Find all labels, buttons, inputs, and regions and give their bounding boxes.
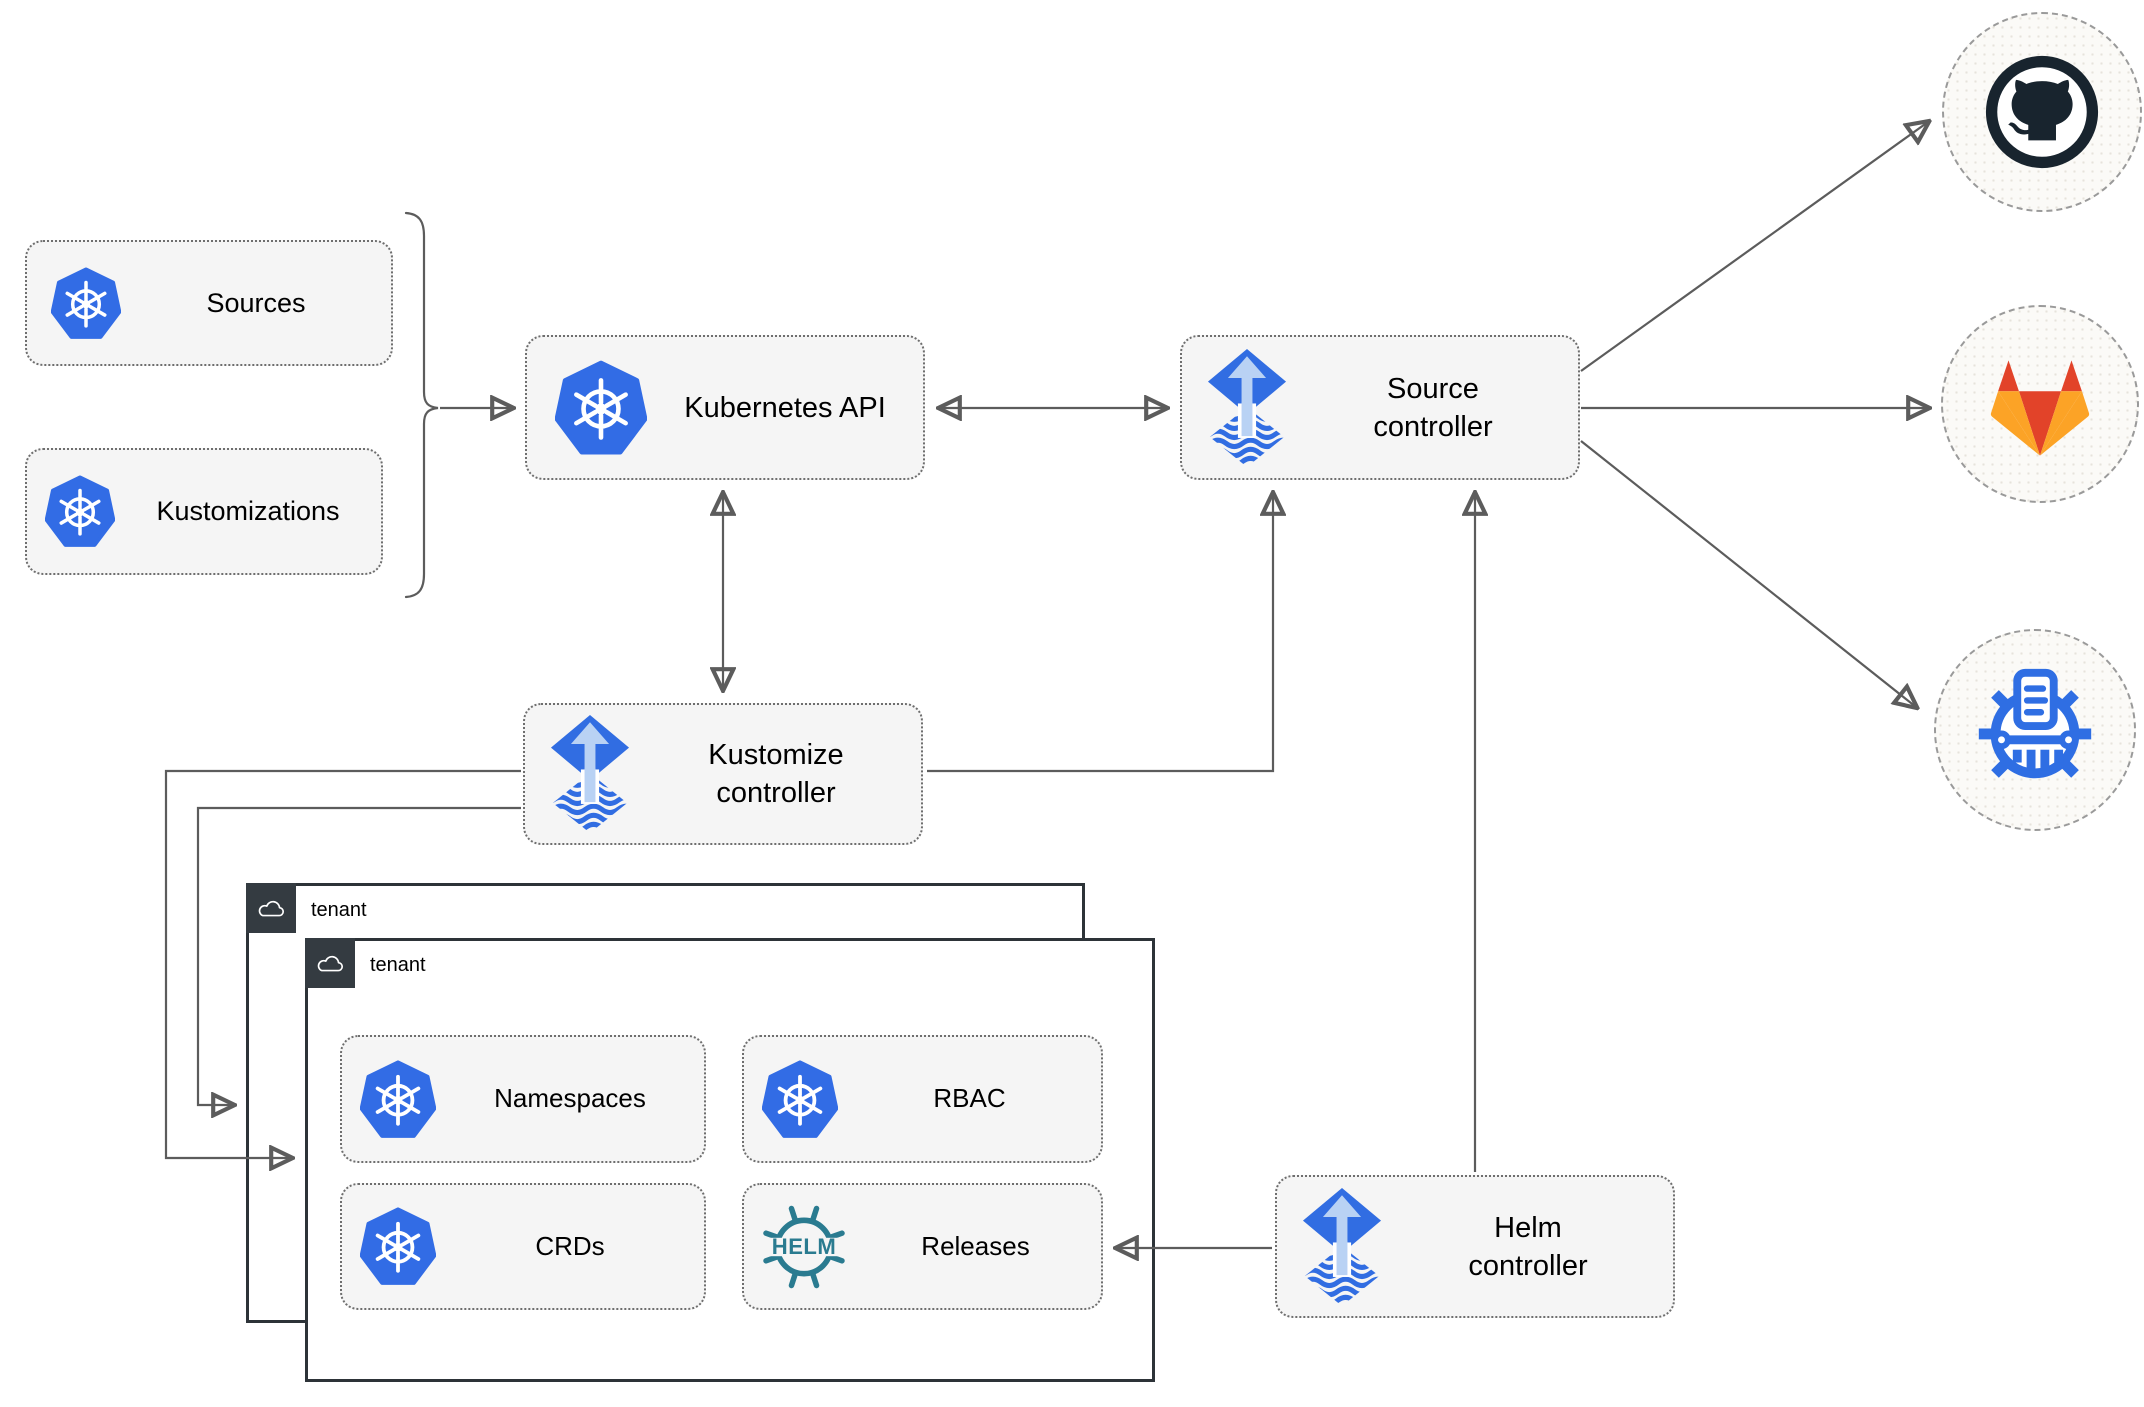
tenant-inner-label: tenant — [370, 954, 426, 976]
source-controller-label: Source controller — [1288, 370, 1578, 446]
gitlab-endpoint — [1941, 305, 2139, 503]
kustomize-controller-node: Kustomize controller — [523, 703, 923, 845]
flux-icon — [1301, 1188, 1383, 1306]
github-endpoint — [1942, 12, 2142, 212]
bracket-sources-group — [404, 211, 439, 599]
kubernetes-icon — [360, 1207, 436, 1286]
kustomize-controller-line2: controller — [716, 777, 836, 809]
rbac-label: RBAC — [933, 1083, 1006, 1114]
container-registry-icon — [1966, 661, 2104, 799]
kubernetes-icon — [762, 1060, 838, 1139]
rbac-node: RBAC — [742, 1035, 1103, 1163]
github-icon — [1979, 49, 2105, 175]
kubernetes-icon — [555, 360, 647, 456]
kubernetes-icon — [360, 1060, 436, 1139]
helm-controller-line2: controller — [1468, 1249, 1588, 1282]
flux-icon — [549, 715, 631, 833]
flux-icon — [1206, 349, 1288, 467]
cloud-icon — [246, 883, 296, 933]
helm-icon: HELM — [758, 1201, 850, 1293]
edge-source-controller-to-registry — [1580, 440, 1916, 707]
sources-node: Sources — [25, 240, 393, 366]
kubernetes-api-label: Kubernetes API — [684, 391, 886, 424]
cloud-icon — [305, 938, 355, 988]
edge-kustomize-controller-to-source-controller — [927, 494, 1273, 773]
source-controller-node: Source controller — [1180, 335, 1580, 480]
kubernetes-icon — [45, 475, 115, 548]
kustomize-controller-line1: Kustomize — [708, 739, 844, 771]
helm-controller-line1: Helm — [1494, 1211, 1562, 1244]
crds-label: CRDs — [535, 1230, 605, 1261]
kubernetes-api-node: Kubernetes API — [525, 335, 925, 480]
releases-node: HELM Releases — [742, 1183, 1103, 1310]
sources-label: Sources — [206, 287, 306, 318]
kubernetes-icon — [51, 267, 121, 340]
namespaces-node: Namespaces — [340, 1035, 706, 1163]
kustomizations-node: Kustomizations — [25, 448, 383, 575]
kustomizations-label: Kustomizations — [156, 496, 340, 527]
releases-label: Releases — [921, 1230, 1030, 1261]
helm-wordmark: HELM — [772, 1233, 836, 1258]
edge-source-controller-to-github — [1580, 122, 1928, 372]
source-controller-line2: controller — [1373, 410, 1493, 443]
crds-node: CRDs — [340, 1183, 706, 1310]
registry-endpoint — [1934, 629, 2136, 831]
namespaces-label: Namespaces — [494, 1083, 646, 1114]
source-controller-line1: Source — [1387, 372, 1479, 405]
gitlab-icon — [1982, 349, 2098, 459]
helm-controller-label: Helm controller — [1383, 1209, 1673, 1285]
kustomize-controller-label: Kustomize controller — [631, 736, 921, 812]
helm-controller-node: Helm controller — [1275, 1175, 1675, 1318]
tenant-outer-label: tenant — [311, 899, 367, 921]
